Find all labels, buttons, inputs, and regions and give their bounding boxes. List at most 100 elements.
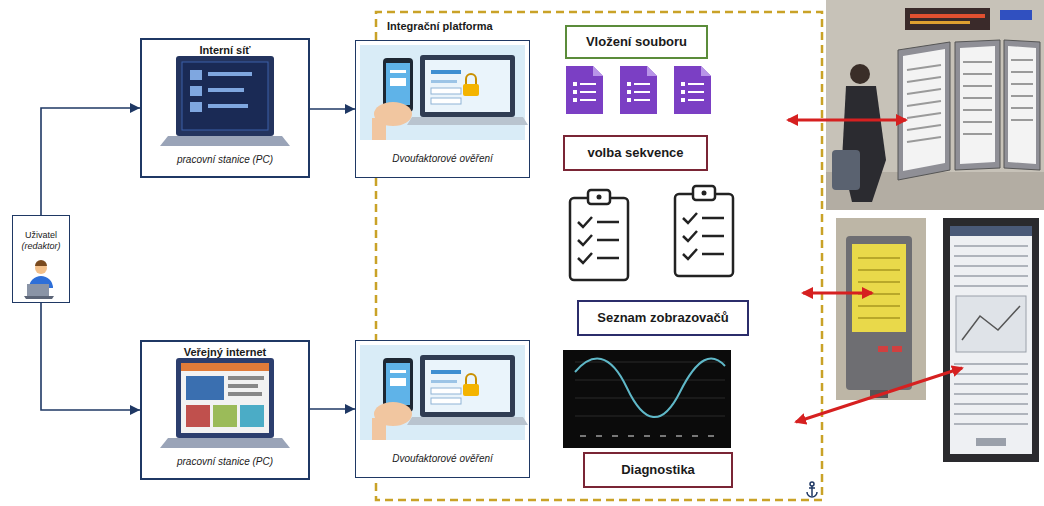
user-box: Uživatel(redaktor) [12,215,70,303]
user-icon [24,260,54,299]
panel-photo [950,226,1032,454]
workstation-label: pracovní stanice (PC) [177,456,273,468]
kiosk-photo [878,346,888,352]
laptop-picture [240,405,264,427]
station-photo [910,21,970,24]
station-photo [898,42,950,180]
link-arrow [803,292,872,295]
station-photo [826,0,1044,210]
laptop-picture [213,405,237,427]
user-icon [35,260,47,266]
laptop-picture [182,62,268,130]
anchor-icon [807,486,817,497]
laptop-picture [160,136,290,146]
checklist-icon [675,186,733,276]
auth-label: Dvoufaktorové ověření [390,453,495,465]
laptop-picture [160,56,290,146]
station-photo [1008,46,1036,164]
process-label: Seznam zobrazovačů [597,310,729,326]
user-role: (redaktor) [21,241,60,252]
station-photo [955,40,1000,170]
laptop-picture [186,376,224,400]
station-photo [850,64,870,84]
laptop-picture [176,358,274,438]
two-factor-picture [360,45,528,140]
station-photo [910,14,985,18]
laptop-picture [176,56,274,136]
laptop-picture [208,88,244,92]
laptop-picture [208,72,252,76]
laptop-picture [181,363,269,371]
station-photo [963,62,992,134]
anchor-icon [807,482,817,497]
laptop-picture [160,438,290,448]
panel-photo [954,246,1028,286]
process-label: Diagnostika [621,462,695,478]
process-box: volba sekvence [563,135,708,171]
process-label: Vložení souboru [586,34,687,50]
station-photo [960,46,995,164]
station-photo [905,8,990,30]
laptop-picture [228,376,264,380]
link-arrow [796,368,962,422]
process-box: Vložení souboru [565,25,708,59]
auth-box: Dvoufaktorové ověření [355,340,530,478]
file-icon [566,66,603,114]
laptop-picture [186,405,210,427]
laptop-picture [190,86,202,96]
region-title: Integrační platforma [387,20,493,33]
user-icon [24,296,54,299]
station-photo [1000,10,1032,20]
workstation-label: pracovní stanice (PC) [177,154,273,166]
laptop-picture [190,70,202,80]
station-photo [1004,40,1040,170]
station-photo [907,65,941,142]
process-box: Seznam zobrazovačů [577,300,749,336]
panel-photo [962,306,1020,340]
diagnostics-chart [575,359,725,418]
process-label: volba sekvence [587,145,683,161]
network-title: Interní síť [199,44,250,57]
station-photo [1011,60,1033,120]
laptop-picture [208,104,248,108]
laptop-picture [190,102,202,112]
auth-label: Dvoufaktorové ověření [390,153,495,165]
connector-arrow [310,408,355,410]
network-title: Veřejný internet [184,346,267,359]
panel-photo [943,218,1039,462]
laptop-picture [181,363,269,433]
user-label: Uživatel [25,230,57,241]
panel-photo [976,438,1006,446]
file-icon [620,66,657,114]
anchor-icon [810,482,814,486]
laptop-picture [160,358,290,448]
file-icon [674,66,711,114]
station-photo [832,150,860,190]
connector-arrow [310,108,355,110]
panel-photo [954,364,1028,424]
laptop-picture [228,392,262,396]
kiosk-photo [836,218,926,400]
auth-box: Dvoufaktorové ověření [355,40,530,178]
panel-photo [956,296,1026,352]
laptop-picture [228,384,258,388]
diagnostics-chart [580,435,714,437]
link-arrow [788,119,906,122]
checklist-icon [570,190,628,280]
kiosk-photo [892,346,902,352]
two-factor-picture [360,345,528,440]
station-photo [826,0,1044,210]
network-box: Interní síť pracovní stanice (PC) [140,38,310,178]
panel-photo [943,218,1039,462]
kiosk-photo [852,244,906,332]
connector-arrow [41,108,140,215]
kiosk-photo [858,258,900,318]
kiosk-photo [846,236,912,390]
diagnostics-chart [563,350,731,448]
station-photo [903,49,945,171]
panel-photo [950,226,1032,236]
process-box: Diagnostika [583,452,733,488]
